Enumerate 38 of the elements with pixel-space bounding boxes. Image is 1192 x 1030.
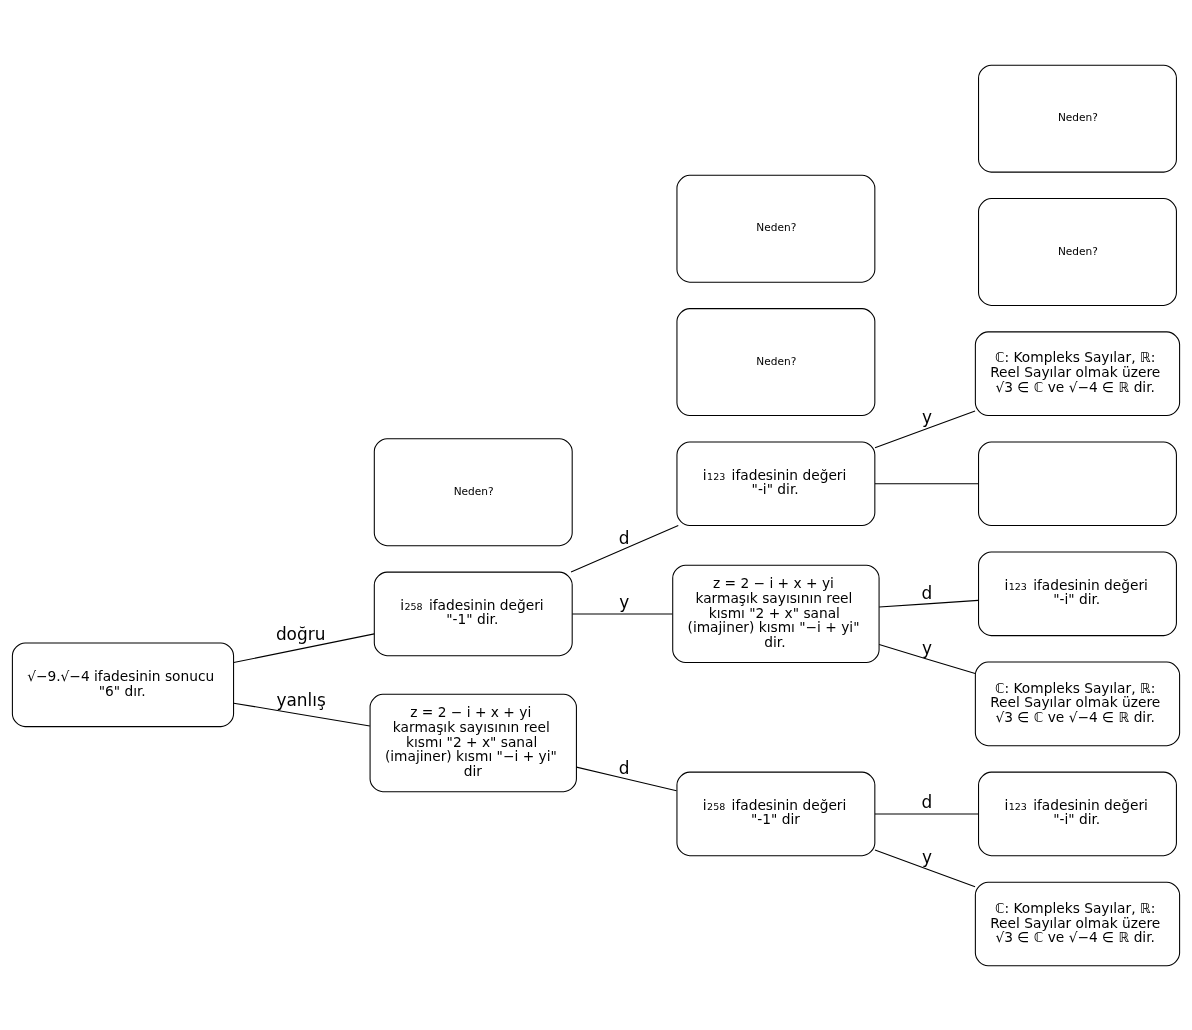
- node-box: √−9.√−4 ifadesinin sonucu "6" dır.: [11, 642, 235, 727]
- connector: [874, 482, 979, 484]
- connector: [570, 524, 679, 573]
- node-box: z = 2 − i + x + yi karmaşık sayısının reel kısmı "2 + x" sanal (imajiner) kısmı "−i + yi" dir: [369, 693, 577, 792]
- node-box: i123 ifadesinin değeri "-i" dir.: [978, 771, 1177, 856]
- node-box: [978, 440, 1177, 526]
- node-box: i258 ifadesinin değeri "-1" dir: [676, 771, 876, 856]
- connector: [575, 766, 678, 791]
- node-box: Neden?: [676, 307, 876, 416]
- connector: [874, 409, 976, 448]
- edge-label: d: [921, 582, 933, 603]
- node-box: Neden?: [373, 437, 573, 546]
- connector: [233, 632, 375, 663]
- node-box: ℂ: Kompleks Sayılar, ℝ: Reel Sayılar olmak üzere √3 ∈ ℂ ve √−4 ∈ ℝ dir.: [974, 661, 1181, 746]
- node-box: z = 2 − i + x + yi karmaşık sayısının reel kısmı "2 + x" sanal (imajiner) kısmı "−i + yi" dir.: [672, 564, 880, 663]
- connector: [878, 599, 979, 608]
- edge-label: d: [921, 791, 933, 812]
- node-box: ℂ: Kompleks Sayılar, ℝ: Reel Sayılar olmak üzere √3 ∈ ℂ ve √−4 ∈ ℝ dir.: [974, 330, 1181, 416]
- connector: [878, 643, 976, 674]
- node-box: Neden?: [676, 174, 876, 283]
- edge-label: d: [618, 756, 630, 777]
- node-box: i123 ifadesinin değeri "-i" dir.: [676, 440, 876, 526]
- connector: [874, 848, 976, 887]
- node-box: ℂ: Kompleks Sayılar, ℝ: Reel Sayılar olmak üzere √3 ∈ ℂ ve √−4 ∈ ℝ dir.: [974, 881, 1181, 966]
- edge-label: y: [921, 846, 932, 867]
- node-box: i123 ifadesinin değeri "-i" dir.: [978, 551, 1177, 636]
- connector: [233, 702, 371, 726]
- edge-label: d: [618, 527, 630, 548]
- edge-label: y: [921, 406, 932, 427]
- node-box: Neden?: [978, 197, 1177, 306]
- node-box: i258 ifadesinin değeri "-1" dir.: [373, 571, 573, 656]
- edge-label: doğru: [275, 623, 326, 644]
- edge-label: yanlış: [276, 689, 326, 710]
- connector: [874, 812, 979, 814]
- edge-label: y: [619, 591, 630, 612]
- node-box: Neden?: [978, 64, 1177, 173]
- edge-label: y: [921, 637, 932, 658]
- connector: [571, 612, 673, 614]
